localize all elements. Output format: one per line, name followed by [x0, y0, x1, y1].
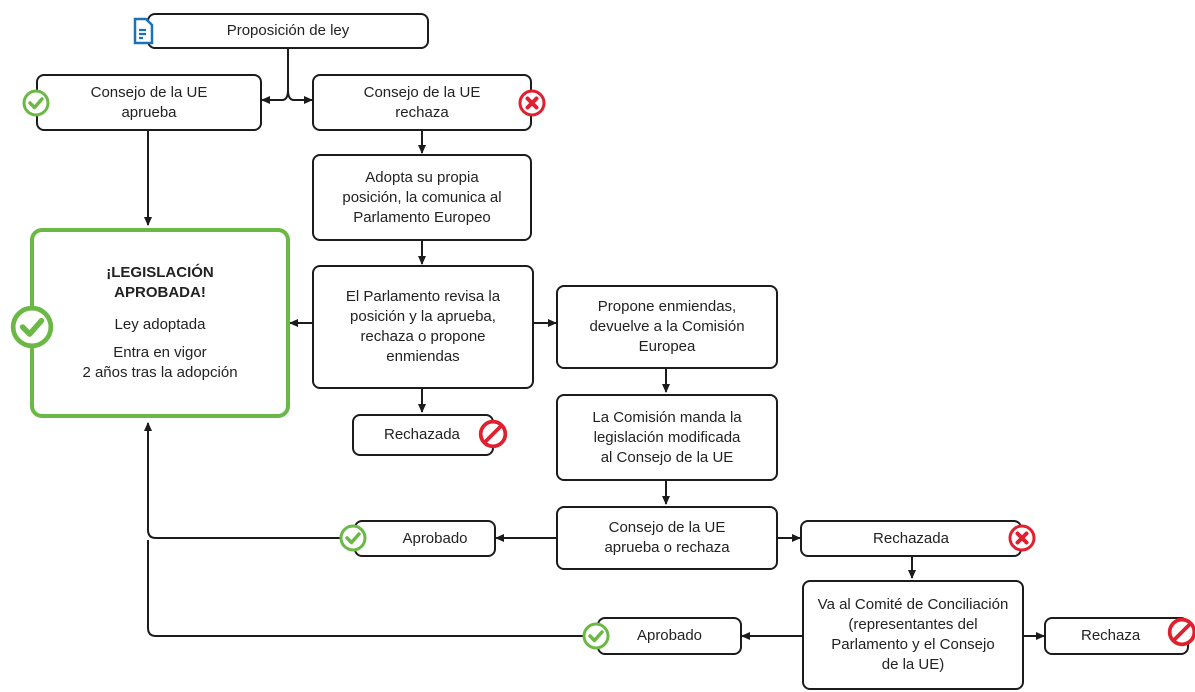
node-rechazada-1: Rechazada: [352, 414, 494, 456]
document-icon: [132, 17, 154, 45]
arrow-to-consejo-aprueba: [261, 47, 289, 104]
check-circle-icon: [22, 89, 50, 117]
arrow-to-consejo-rechaza: [287, 89, 313, 104]
node-adopta: Adopta su propia posición, la comunica a…: [312, 154, 532, 241]
node-comision: La Comisión manda la legislación modific…: [556, 394, 778, 481]
x-circle-icon: [518, 89, 546, 117]
node-conciliacion: Va al Comité de Conciliación (representa…: [802, 580, 1024, 690]
result-line2: Entra en vigor 2 años tras la adopción: [82, 344, 238, 381]
node-aprobado-1: Aprobado: [354, 520, 496, 557]
no-entry-icon: [478, 419, 508, 449]
node-consejo-2: Consejo de la UE aprueba o rechaza: [556, 506, 778, 570]
node-consejo-rechaza: Consejo de la UE rechaza: [312, 74, 532, 131]
node-enmiendas: Propone enmiendas, devuelve a la Comisió…: [556, 285, 778, 369]
node-aprobado-2: Aprobado: [597, 617, 742, 655]
x-circle-icon: [1008, 524, 1036, 552]
node-consejo-aprueba: Consejo de la UE aprueba: [36, 74, 262, 131]
result-line1: Ley adoptada: [114, 316, 206, 333]
check-circle-icon: [10, 305, 54, 349]
arrow-aprobado-to-result: [144, 422, 354, 539]
check-circle-icon: [582, 622, 610, 650]
node-rechaza: Rechaza: [1044, 617, 1189, 655]
result-title: ¡LEGISLACIÓN APROBADA!: [106, 264, 214, 301]
no-entry-icon: [1167, 617, 1195, 647]
node-rechazada-2: Rechazada: [800, 520, 1022, 557]
check-circle-icon: [339, 524, 367, 552]
node-parlamento: El Parlamento revisa la posición y la ap…: [312, 265, 534, 389]
node-legislacion-aprobada: ¡LEGISLACIÓN APROBADA! Ley adoptada Entr…: [30, 228, 290, 418]
node-proposicion: Proposición de ley: [147, 13, 429, 49]
